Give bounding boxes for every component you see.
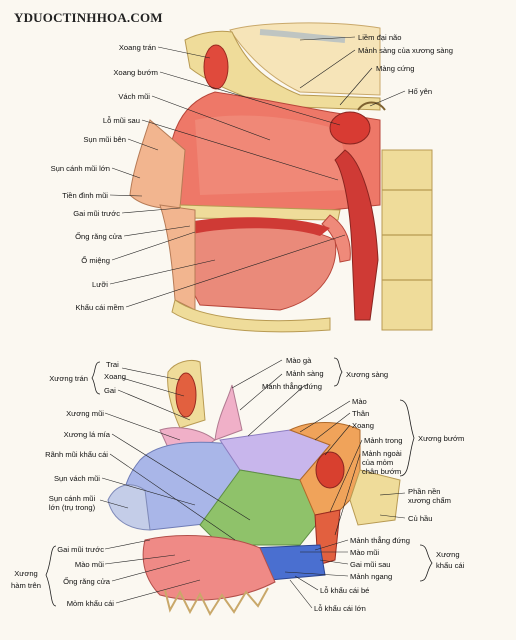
- septum-area: [195, 115, 350, 195]
- label-xuong-mui: Xương mũi: [66, 409, 104, 418]
- label-xoang-buom-r: Xoang: [352, 421, 374, 430]
- label-vach-mui: Vách mũi: [118, 92, 150, 101]
- label-xuong-khau-cai-1: Xương: [436, 550, 460, 559]
- frontal-sinus: [203, 44, 229, 90]
- label-khau-cai-mem: Khẩu cái mềm: [75, 303, 124, 312]
- mandible: [171, 299, 331, 333]
- vertebral-column: [381, 149, 433, 331]
- label-mang-cung: Màng cứng: [376, 64, 415, 73]
- label-manh-trong: Mảnh trong: [364, 436, 403, 445]
- label-manh-thang-dung: Mảnh thẳng đứng: [262, 382, 322, 391]
- label-mao-ga: Mào gà: [286, 356, 312, 365]
- crista-galli: [214, 384, 243, 441]
- label-ong-rang-cua: Ống răng cửa: [75, 232, 122, 241]
- label-xoang: Xoang: [104, 372, 126, 381]
- sphenoid-sinus: [329, 111, 371, 145]
- label-lo-khau-cai-lon: Lỗ khẩu cái lớn: [314, 604, 366, 613]
- label-than: Thân: [352, 409, 370, 418]
- label-sun-vach-mui: Sụn vách mũi: [53, 474, 100, 483]
- label-sun-canh-mui-lon-1: Sụn cánh mũi: [48, 494, 96, 503]
- label-tien-dinh-mui: Tiền đình mũi: [62, 191, 108, 200]
- label-mao: Mào: [352, 397, 367, 406]
- label-trai: Trai: [106, 360, 119, 369]
- top-leader-lines: [109, 36, 406, 308]
- label-manh-ngang: Mảnh ngang: [350, 572, 393, 581]
- label-gai-mui-truoc-b: Gai mũi trước: [57, 545, 104, 554]
- label-xuong-ham-tren-1: Xương: [14, 569, 38, 578]
- label-mom-khau-cai: Mỏm khẩu cái: [66, 599, 114, 608]
- label-xuong-ham-tren-2: hàm trên: [11, 581, 41, 590]
- label-ranh-mui-khau-cai: Rãnh mũi khẩu cái: [45, 450, 108, 459]
- label-mao-mui: Mào mũi: [74, 560, 104, 569]
- label-mao-mui-kc: Mào mũi: [350, 548, 380, 557]
- sella-turcica: [357, 101, 386, 111]
- label-manh-ngoai-2: của mỏm: [362, 458, 394, 467]
- label-manh-thang-dung-kc: Mảnh thẳng đứng: [350, 536, 410, 545]
- oral-cavity: [188, 217, 330, 236]
- label-manh-sang-xuong-sang: Mảnh sàng của xương sàng: [358, 46, 453, 55]
- teeth: [164, 587, 269, 617]
- label-ong-rang-cua-b: Ống răng cửa: [63, 577, 110, 586]
- braces: [45, 357, 433, 607]
- label-xuong-buom: Xương bướm: [418, 434, 465, 443]
- label-manh-ngoai-3: chân bướm: [362, 467, 402, 476]
- bottom-leader-lines: [99, 359, 406, 609]
- label-gai: Gai: [104, 386, 116, 395]
- lips: [159, 204, 196, 311]
- sphenoid-sinus-lower: [315, 451, 345, 489]
- frontal-sinus-lower: [175, 372, 197, 418]
- label-lo-khau-cai-be: Lỗ khẩu cái bé: [320, 586, 370, 595]
- label-xuong-tran: Xương trán: [49, 374, 88, 383]
- pharynx: [334, 149, 379, 321]
- alar-cartilage: [107, 484, 151, 531]
- falx-cerebri: [259, 29, 346, 43]
- label-luoi: Lưỡi: [92, 280, 108, 289]
- label-phan-nen-2: xương chẩm: [408, 496, 451, 505]
- label-liem-dai-nao: Liềm đại não: [358, 33, 402, 42]
- label-sun-canh-mui-lon-2: lớn (trụ trong): [48, 503, 96, 512]
- label-o-mieng: Ổ miệng: [81, 256, 110, 265]
- label-manh-sang: Mảnh sàng: [286, 369, 324, 378]
- top-section-figure: [129, 22, 433, 333]
- bottom-section-figure: [107, 359, 401, 617]
- maxilla: [142, 535, 276, 601]
- label-ho-yen: Hố yên: [408, 87, 433, 96]
- basilar-occipital: [349, 469, 401, 526]
- label-cu-hau: Củ hầu: [408, 514, 433, 523]
- tongue: [186, 223, 337, 311]
- label-manh-ngoai-1: Mảnh ngoài: [362, 449, 402, 458]
- label-phan-nen-1: Phần nền: [408, 487, 441, 496]
- label-sun-canh-mui-lon: Sụn cánh mũi lớn: [50, 164, 110, 173]
- label-xuong-sang: Xương sàng: [346, 370, 389, 379]
- watermark: YDUOCTINHHOA.COM: [14, 10, 163, 25]
- label-lo-mui-sau: Lỗ mũi sau: [102, 116, 140, 125]
- label-gai-mui-truoc: Gai mũi trước: [73, 209, 120, 218]
- label-xuong-la-mia: Xương lá mía: [63, 430, 110, 439]
- label-xoang-tran: Xoang trán: [118, 43, 156, 52]
- label-sun-mui-ben: Sụn mũi bên: [83, 135, 126, 144]
- label-xoang-buom: Xoang bướm: [113, 68, 158, 77]
- label-gai-mui-sau: Gai mũi sau: [350, 560, 391, 569]
- label-xuong-khau-cai-2: khẩu cái: [436, 561, 465, 570]
